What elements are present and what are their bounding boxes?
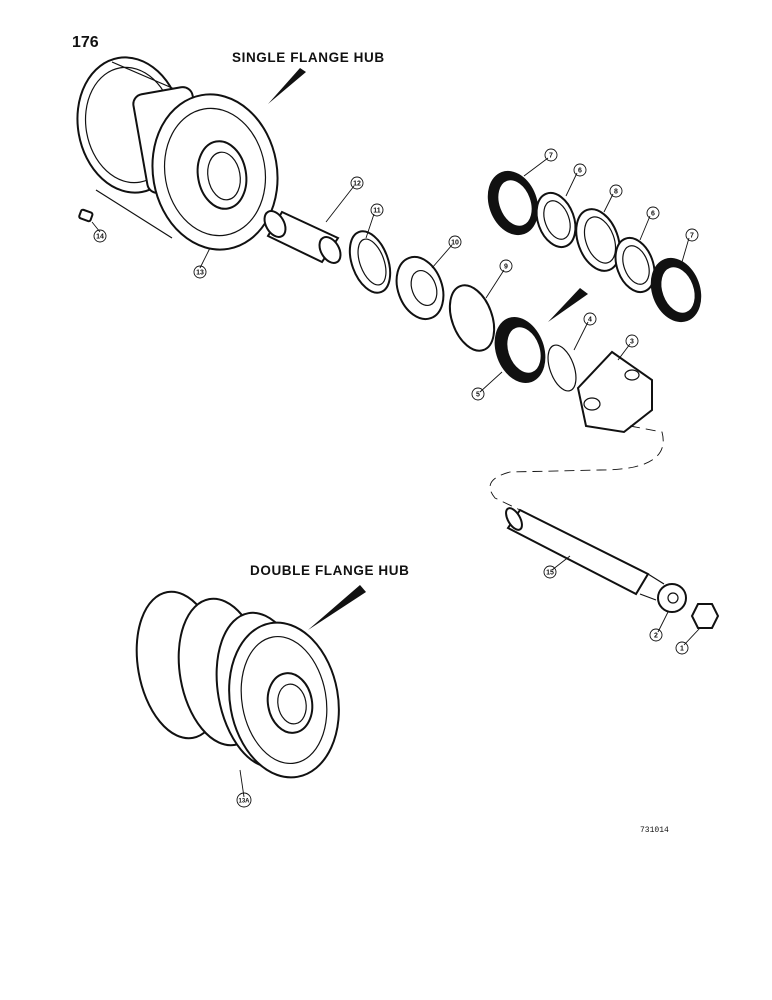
callout-6-right: 6 bbox=[646, 206, 660, 220]
callout-1: 1 bbox=[675, 641, 689, 655]
callout-11: 11 bbox=[370, 203, 384, 217]
svg-text:11: 11 bbox=[373, 208, 381, 215]
callout-6-left: 6 bbox=[573, 163, 587, 177]
seal-part bbox=[494, 317, 546, 383]
bearing-cone-part bbox=[395, 256, 445, 320]
callout-9: 9 bbox=[499, 259, 513, 273]
reference-number: 731014 bbox=[640, 826, 669, 835]
assembly-center-line bbox=[489, 425, 664, 511]
callouts: 14 13 12 11 10 9 5 4 3 7 6 8 6 7 15 2 1 … bbox=[93, 148, 699, 808]
double-hub-pointer-arrow bbox=[308, 585, 366, 630]
callout-8: 8 bbox=[609, 184, 623, 198]
shaft-part bbox=[505, 507, 665, 601]
double-flange-hub-title: DOUBLE FLANGE HUB bbox=[250, 563, 410, 578]
seal-ring-stack bbox=[487, 170, 702, 323]
svg-text:2: 2 bbox=[654, 633, 658, 640]
svg-text:13: 13 bbox=[196, 270, 204, 277]
callout-2: 2 bbox=[649, 628, 663, 642]
o-ring-part bbox=[547, 344, 577, 392]
double-flange-hub bbox=[135, 590, 340, 779]
svg-text:6: 6 bbox=[578, 168, 582, 175]
page-number: 176 bbox=[72, 34, 99, 51]
callout-13a: 13A bbox=[236, 792, 252, 808]
svg-text:12: 12 bbox=[353, 181, 361, 188]
collar-part bbox=[576, 350, 653, 434]
svg-text:1: 1 bbox=[680, 646, 684, 653]
svg-text:9: 9 bbox=[504, 264, 508, 271]
svg-text:3: 3 bbox=[630, 339, 634, 346]
callout-13: 13 bbox=[193, 265, 207, 279]
svg-text:8: 8 bbox=[614, 189, 618, 196]
callout-4: 4 bbox=[583, 312, 597, 326]
callout-7-left: 7 bbox=[544, 148, 558, 162]
svg-text:7: 7 bbox=[690, 233, 694, 240]
single-hub-pointer-arrow bbox=[268, 68, 306, 104]
plug-part bbox=[78, 208, 94, 223]
bushing-part bbox=[263, 210, 342, 264]
bearing-cup-part bbox=[348, 230, 392, 294]
nut-part bbox=[690, 603, 720, 629]
callout-3: 3 bbox=[625, 334, 639, 348]
ring-part-9 bbox=[448, 284, 496, 352]
callout-14: 14 bbox=[93, 229, 107, 243]
svg-text:7: 7 bbox=[549, 153, 553, 160]
svg-text:13A: 13A bbox=[238, 799, 250, 805]
callout-15: 15 bbox=[543, 565, 557, 579]
svg-text:6: 6 bbox=[651, 211, 655, 218]
callout-5: 5 bbox=[471, 387, 485, 401]
svg-text:4: 4 bbox=[588, 317, 592, 324]
svg-text:15: 15 bbox=[546, 570, 554, 577]
callout-10: 10 bbox=[448, 235, 462, 249]
washer-part bbox=[657, 583, 687, 613]
single-flange-hub bbox=[76, 56, 279, 251]
callout-7-right: 7 bbox=[685, 228, 699, 242]
single-flange-hub-title: SINGLE FLANGE HUB bbox=[232, 50, 385, 65]
svg-text:5: 5 bbox=[476, 392, 480, 399]
svg-text:14: 14 bbox=[96, 234, 104, 241]
callout-12: 12 bbox=[350, 176, 364, 190]
callout-leaders bbox=[91, 157, 701, 798]
svg-text:10: 10 bbox=[451, 240, 459, 247]
seal-pointer-arrow bbox=[548, 288, 588, 322]
